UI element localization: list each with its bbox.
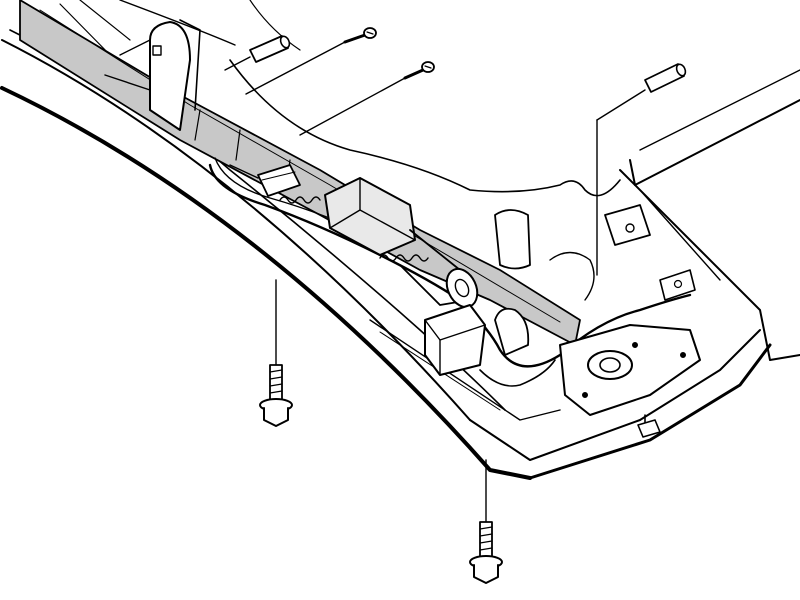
flange-bolt-2 — [469, 459, 503, 584]
motor-housing-block — [424, 304, 486, 376]
guide-pin-1 — [224, 35, 291, 71]
actuator-motor — [324, 177, 530, 356]
guide-pin-2 — [596, 63, 687, 276]
tilt-mechanism — [19, 0, 581, 346]
rear-support-plate — [494, 204, 701, 416]
connector — [229, 164, 301, 197]
screw-1 — [245, 27, 377, 95]
screw-2 — [299, 61, 435, 136]
mounting-bracket — [104, 19, 201, 131]
flange-bolt-1 — [259, 279, 293, 427]
stud-nut — [637, 414, 661, 438]
